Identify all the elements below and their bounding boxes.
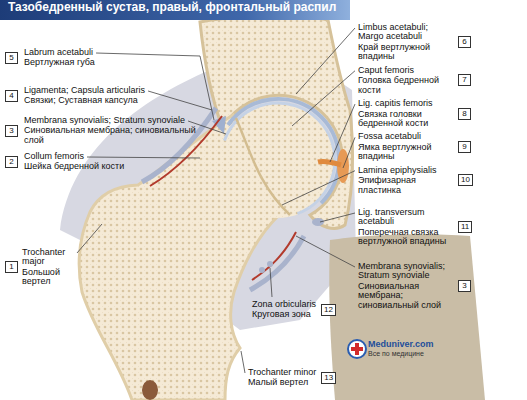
zona-orbicularis	[267, 261, 273, 267]
callout-number-text: 10	[461, 175, 470, 185]
part-label: Lig. capitis femoris	[358, 99, 433, 108]
part-label: Limbus acetabuli; Margo acetabuli	[358, 23, 454, 42]
epiphyseal-line	[236, 118, 290, 215]
part-label: Синовиальная мембрана; синовиальный слой	[24, 126, 204, 145]
part-label: Эпифизарная пластинка	[358, 176, 454, 195]
callout-number-text: 6	[461, 37, 468, 47]
part-label: Membrana synovialis; Stratum synoviale	[24, 116, 185, 125]
leader-line	[330, 104, 355, 162]
leader-line	[77, 224, 102, 253]
title-banner: Тазобедренный сустав, правый, фронтальны…	[0, 0, 350, 20]
part-label: Малый вертел	[248, 378, 308, 387]
callout-number-text: 1	[8, 262, 15, 272]
callout-number: 9	[458, 141, 471, 153]
callout-number: 3	[5, 125, 18, 137]
leader-line	[320, 213, 355, 222]
part-label: Membrana synovialis; Stratum synoviale	[358, 262, 454, 281]
part-label: Поперечная связка вертлужной впадины	[358, 228, 454, 247]
callout-number: 10	[458, 174, 473, 186]
part-label: Trochanter minor	[248, 368, 316, 377]
callout-number: 3	[458, 280, 471, 292]
callout-number-text: 12	[324, 305, 333, 315]
synovial-lower	[252, 232, 296, 280]
watermark-text: Все по медицине	[368, 350, 424, 357]
callout-number: 8	[458, 108, 471, 120]
callout-number-text: 9	[461, 142, 468, 152]
callout-number-text: 7	[461, 75, 468, 85]
callout-number: 4	[5, 90, 18, 102]
callout-number: 2	[5, 156, 18, 168]
leader-line	[296, 236, 355, 267]
leader-line	[292, 71, 355, 126]
part-label: Синовиальная мембрана; синовиальный слой	[358, 282, 454, 310]
part-label: Связки; Суставная капсула	[24, 96, 138, 105]
callout-number: 12	[321, 304, 336, 316]
logo-cross	[351, 347, 363, 351]
leader-line	[282, 171, 355, 205]
callout-number-text: 5	[8, 53, 15, 63]
ligament-of-head	[318, 161, 341, 165]
callout-number-text: 3	[461, 281, 468, 291]
callout-number: 5	[5, 52, 18, 64]
acetabular-cartilage	[228, 99, 339, 203]
logo-circle	[348, 340, 366, 358]
part-label: Lig. transversum acetabuli	[358, 208, 454, 227]
callout-number: 6	[458, 36, 471, 48]
callout-number-text: 8	[461, 109, 468, 119]
callout-number: 11	[458, 221, 472, 233]
leader-line	[270, 268, 272, 297]
zona-orbicularis	[259, 267, 265, 273]
capsule-lower	[250, 236, 304, 290]
leader-line	[148, 91, 212, 110]
callout-number-text: 4	[8, 91, 15, 101]
part-label: Ямка вертлужной впадины	[358, 143, 454, 162]
callout-number-text: 3	[8, 126, 15, 136]
ischium-bone	[329, 234, 485, 400]
callout-number-text: 11	[461, 222, 469, 232]
part-label: Collum femoris	[24, 152, 84, 161]
leader-line	[241, 351, 245, 373]
medullary-cavity	[142, 380, 158, 400]
head-cartilage	[224, 103, 335, 214]
part-label: Связка головки бедренной кости	[358, 110, 454, 129]
part-label: Labrum acetabuli	[24, 48, 93, 57]
part-label: Trochanter major	[22, 248, 74, 267]
callout-number-text: 13	[324, 373, 333, 383]
part-label: Ligamenta; Capsula articularis	[24, 86, 145, 95]
part-label: Вертлужная губа	[24, 58, 95, 67]
part-label: Край вертлужной впадины	[358, 43, 454, 62]
part-label: Шейка бедренной кости	[24, 162, 124, 171]
part-label: Fossa acetabuli	[358, 132, 421, 141]
part-label: Zona orbicularis	[252, 300, 316, 309]
part-label: Круговая зона	[252, 310, 311, 319]
callout-number: 1	[5, 261, 18, 273]
part-label: Большой вертел	[22, 268, 74, 287]
leader-line	[87, 157, 200, 158]
callout-number: 13	[321, 372, 336, 384]
transverse-ligament	[312, 218, 324, 226]
part-label: Головка бедренной кости	[358, 76, 454, 95]
callout-number: 7	[458, 74, 471, 86]
leader-line	[343, 137, 355, 168]
leader-line	[296, 28, 355, 94]
callout-number-text: 2	[8, 157, 15, 167]
part-label: Caput femoris	[358, 66, 414, 75]
part-label: Lamina epiphysialis	[358, 166, 437, 175]
watermark-text: Meduniver.com	[368, 340, 434, 349]
